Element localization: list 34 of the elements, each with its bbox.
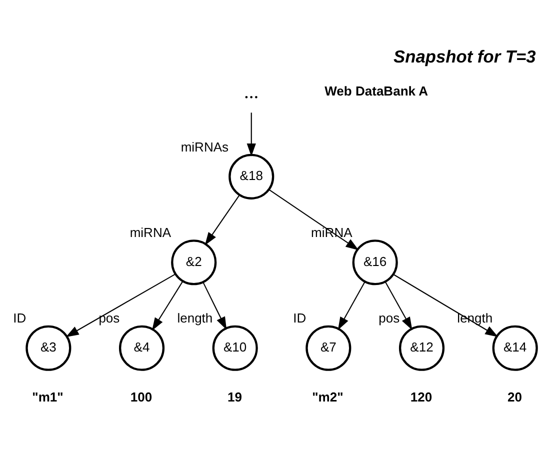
node-label: 19 [227,388,242,404]
arrow [152,280,184,330]
arrow [204,194,240,245]
node-label: 100 [130,388,152,404]
diagram-title: Snapshot for T=3 [394,46,536,66]
node-circle: &10 [212,324,258,370]
node-text: ... [244,81,259,102]
node-circle: &18 [228,153,274,199]
node-label: 120 [410,388,432,404]
node-label: pos [98,310,120,326]
node-circle: &4 [118,324,165,370]
arrow [246,112,256,156]
node-circle: &7 [306,324,352,370]
node-circle: &12 [398,324,445,370]
arrow [66,273,176,337]
node-label: ID [293,310,306,326]
node-label: ID [13,310,26,326]
arrow [393,273,498,336]
node-label: pos [378,310,400,326]
arrow [202,282,227,330]
label: Web DataBank A [324,82,428,98]
node-label: "m2" [312,388,344,404]
node-circle: &16 [352,239,398,285]
arrow [268,188,359,250]
node-label: miRNAs [180,138,229,154]
arrow [338,280,366,330]
arrow [384,280,412,330]
node-label: "m1" [32,388,64,404]
node-label: length [177,310,213,326]
node-label: 20 [507,388,522,404]
node-circle: &3 [26,324,72,370]
node-circle: &2 [171,239,217,285]
node-circle: &14 [492,324,538,370]
node-label: miRNA [130,224,172,240]
